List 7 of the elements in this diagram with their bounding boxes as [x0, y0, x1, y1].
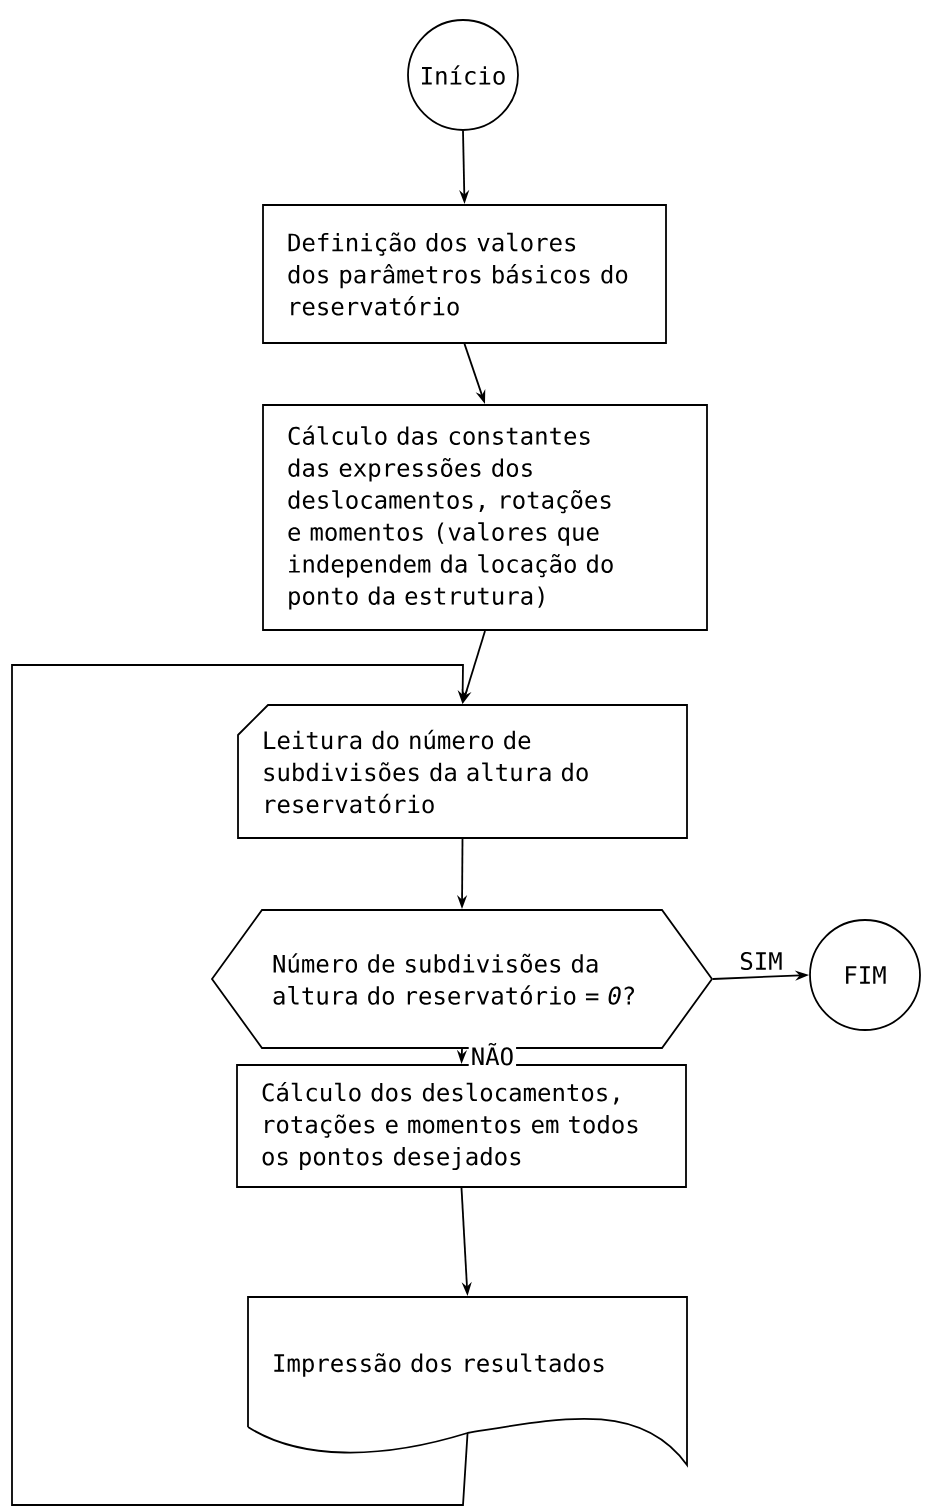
document-shape: Impressão dos resultados: [247, 1296, 688, 1466]
edge-label: NÃO: [468, 1041, 517, 1068]
process-box: Definição dos valores dos parâmetros básicos do reservatório: [262, 204, 667, 344]
edge-label: SIM: [737, 949, 785, 973]
arrow: [11, 664, 469, 1506]
process-box: Cálculo das constantes das expressões dos deslocamentos, rotações e momentos (valores que independem da locação do ponto da estrutura): [262, 404, 708, 631]
input-box: Leitura do número de subdivisões da altura do reservatório: [237, 704, 688, 839]
